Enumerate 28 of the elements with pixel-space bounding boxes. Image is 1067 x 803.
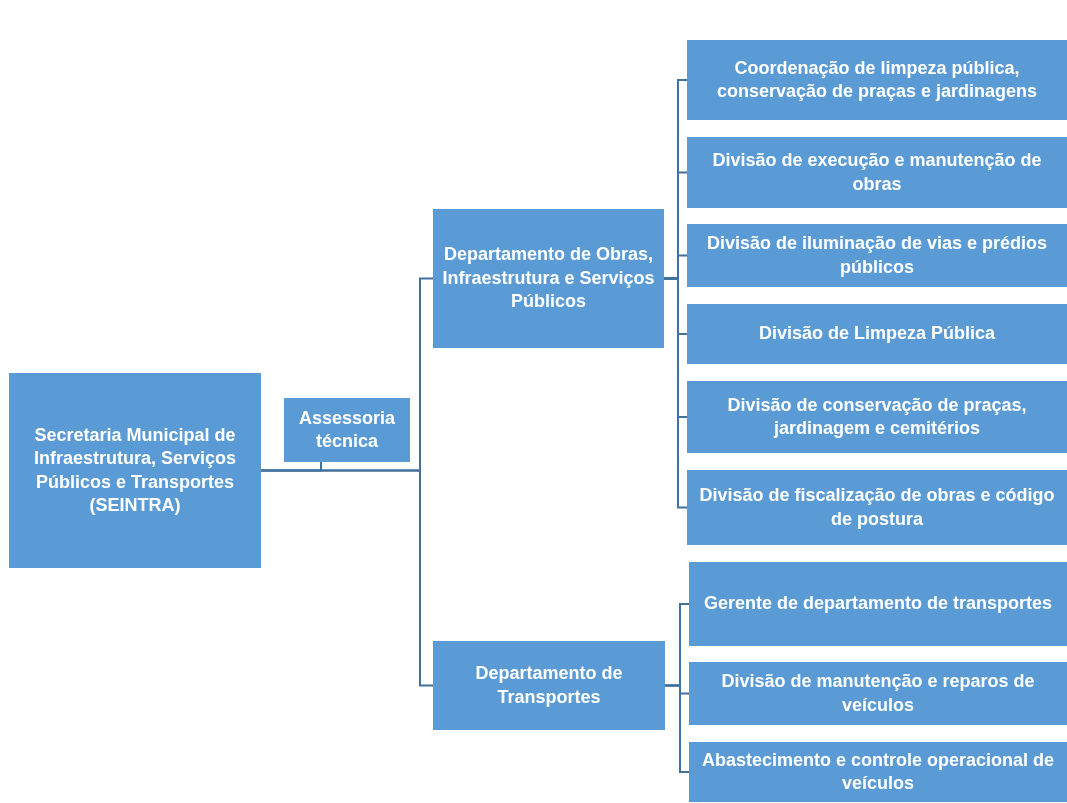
org-box xyxy=(687,137,1067,208)
org-box xyxy=(689,562,1067,646)
box-label: Departamento de Transportes xyxy=(474,662,624,709)
org-box xyxy=(687,40,1067,120)
box-label: Divisão de conservação de praças, jardinagem e cemitérios xyxy=(726,393,1028,440)
box-label: Departamento de Obras, Infraestrutura e Serviços Públicos xyxy=(441,243,656,314)
box-label: Secretaria Municipal de Infraestrutura, Serviços Públicos e Transportes (SEINTRA) xyxy=(32,423,238,517)
box-label: Gerente de departamento de transportes xyxy=(703,592,1053,616)
box-label: Divisão de execução e manutenção de obras xyxy=(711,149,1043,196)
org-box xyxy=(687,304,1067,364)
connector-line xyxy=(664,684,690,773)
org-box xyxy=(687,381,1067,453)
box-label: Abastecimento e controle operacional de veículos xyxy=(700,748,1056,795)
connector-line xyxy=(260,469,434,687)
box-label: Divisão de manutenção e reparos de veículos xyxy=(720,670,1036,717)
box-label: Divisão de iluminação de vias e prédios públicos xyxy=(705,232,1049,279)
org-box xyxy=(687,224,1067,287)
org-box xyxy=(433,641,665,730)
org-box xyxy=(687,470,1067,545)
box-label: Coordenação de limpeza pública, conservação de praças e jardinagens xyxy=(715,56,1039,103)
org-box xyxy=(9,373,261,568)
box-label: Divisão de fiscalização de obras e código de postura xyxy=(698,484,1056,531)
box-label: Divisão de Limpeza Pública xyxy=(758,322,996,346)
org-box xyxy=(284,398,410,462)
org-box xyxy=(689,662,1067,725)
org-box xyxy=(689,742,1067,802)
org-box xyxy=(433,209,664,348)
box-label: Assessoria técnica xyxy=(297,406,397,453)
